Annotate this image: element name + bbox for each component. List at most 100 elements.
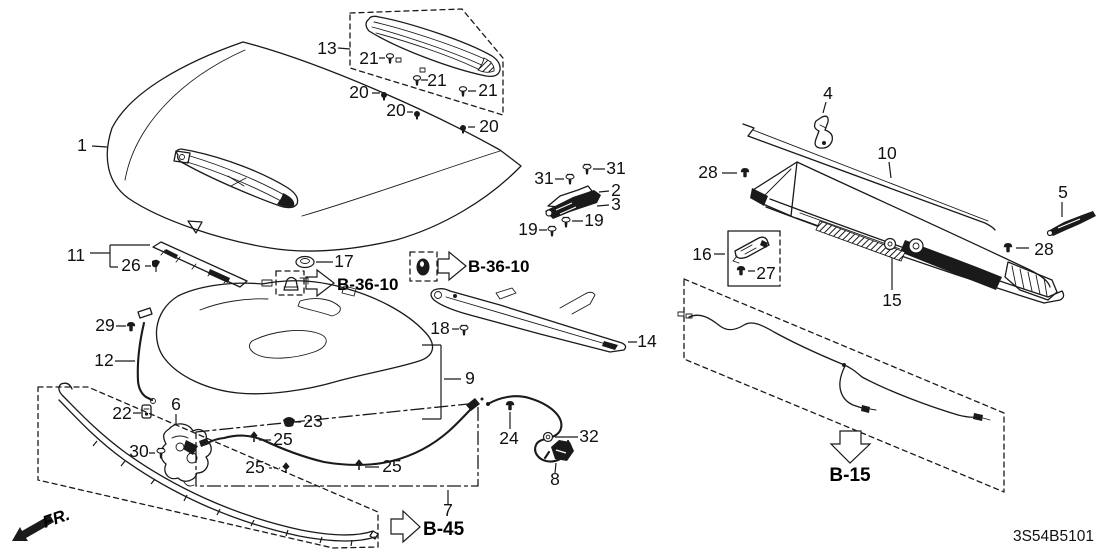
part-callout-6[interactable]: 6	[171, 394, 181, 414]
part-callout-8[interactable]: 8	[550, 469, 560, 489]
clip-25-icon	[354, 458, 364, 471]
bolt-31-icon	[582, 163, 592, 175]
hood-wire-handle-8	[486, 395, 574, 463]
part-callout-31[interactable]: 31	[534, 168, 553, 188]
clip-20-icon	[414, 111, 420, 120]
arrow-down-icon	[829, 430, 872, 464]
clip-25-icon	[249, 430, 259, 443]
cowl-side-bracket-14	[430, 287, 627, 353]
rod-10	[742, 123, 996, 231]
part-callout-16[interactable]: 16	[692, 244, 711, 264]
part-callout-22[interactable]: 22	[112, 403, 131, 423]
part-callout-26[interactable]: 26	[121, 255, 140, 275]
bolt-30-icon	[156, 447, 166, 459]
part-callout-11[interactable]: 11	[67, 245, 85, 265]
ref-label-b3610-left[interactable]: B-36-10	[337, 275, 398, 294]
hood-panel	[106, 41, 522, 252]
part-callout-21[interactable]: 21	[478, 80, 497, 100]
handle-8-icon	[543, 440, 574, 461]
part-callout-20[interactable]: 20	[479, 116, 499, 136]
washer-tube-b15: B-15	[677, 278, 1005, 493]
cowl-assembly	[727, 115, 1096, 304]
bracket-4	[813, 115, 833, 149]
hood-grille-assembly	[349, 8, 504, 134]
bolt-19-icon	[561, 216, 571, 228]
part-callout-31[interactable]: 31	[606, 158, 625, 178]
clip-20-icon	[460, 125, 466, 134]
part-callout-25[interactable]: 25	[245, 457, 264, 477]
part-callout-28[interactable]: 28	[1034, 239, 1053, 259]
hood-vent	[173, 148, 299, 209]
diagram-code: 3S54B5101	[1013, 528, 1094, 545]
part-callout-21[interactable]: 21	[359, 48, 378, 68]
part-callout-30[interactable]: 30	[129, 441, 149, 461]
part-callout-32[interactable]: 32	[579, 426, 598, 446]
grommet-17	[295, 255, 315, 269]
clip-28-icon	[740, 168, 750, 178]
part-callout-23[interactable]: 23	[303, 411, 322, 431]
screw-21-icon	[385, 53, 395, 65]
hood-insulator-9	[155, 277, 434, 427]
clip-27-icon	[736, 266, 746, 276]
part-callout-14[interactable]: 14	[637, 331, 657, 351]
bracket-16-box	[727, 230, 781, 287]
ref-b3610-left[interactable]: B-36-10	[275, 268, 398, 298]
bolt-19-icon	[547, 225, 557, 237]
part-callout-19[interactable]: 19	[584, 210, 603, 230]
part-callout-17[interactable]: 17	[334, 251, 353, 271]
part-callout-20[interactable]: 20	[349, 82, 369, 102]
part-callout-7[interactable]: 7	[443, 500, 453, 520]
bolt-18-icon	[459, 324, 469, 336]
part-callout-12[interactable]: 12	[94, 350, 113, 370]
part-callout-19[interactable]: 19	[518, 219, 537, 239]
leader-lines	[90, 47, 1063, 504]
ref-label-b15[interactable]: B-15	[829, 465, 871, 486]
screw-21-icon	[458, 86, 468, 98]
rubber-cushion-icon	[283, 276, 299, 291]
part-callout-4[interactable]: 4	[823, 83, 833, 103]
fr-direction-arrow: FR.	[12, 505, 72, 541]
part-callout-2[interactable]: 2	[611, 180, 621, 200]
front-molding	[37, 382, 379, 549]
arrow-front-icon	[12, 515, 54, 541]
ref-b45[interactable]: B-45	[390, 509, 465, 544]
arrow-right-icon	[437, 250, 467, 282]
hood-latch-6	[156, 423, 212, 487]
screw-21-icon	[412, 75, 422, 87]
ref-b3610-right[interactable]: B-36-10	[409, 250, 529, 282]
hood-wire-7	[195, 397, 484, 487]
hood-stay-12	[126, 307, 156, 419]
part-callout-24[interactable]: 24	[499, 428, 519, 448]
clip-26-icon	[152, 259, 160, 272]
fr-label: FR.	[40, 505, 72, 532]
part-callout-27[interactable]: 27	[756, 263, 775, 283]
bolt-31-icon	[565, 173, 575, 185]
part-callout-18[interactable]: 18	[430, 318, 449, 338]
ref-b15[interactable]: B-15	[829, 430, 872, 486]
part-callout-28[interactable]: 28	[698, 162, 717, 182]
part-callout-15[interactable]: 15	[882, 290, 901, 310]
part-callout-25[interactable]: 25	[382, 456, 401, 476]
part-callout-9[interactable]: 9	[465, 368, 475, 388]
part-callout-20[interactable]: 20	[386, 100, 406, 120]
part-callout-21[interactable]: 21	[427, 70, 446, 90]
part-callout-29[interactable]: 29	[95, 315, 114, 335]
clip-22-icon	[141, 404, 152, 419]
hood-seal-strip-11	[152, 241, 248, 288]
hood-hinge-assembly	[545, 163, 601, 237]
part-callout-5[interactable]: 5	[1058, 182, 1068, 202]
part-callout-3[interactable]: 3	[611, 194, 621, 214]
ref-label-b45[interactable]: B-45	[423, 519, 465, 540]
grommet-32-icon	[542, 431, 554, 443]
part-callout-13[interactable]: 13	[317, 38, 336, 58]
clip-23-icon	[283, 417, 295, 427]
part-callout-25[interactable]: 25	[273, 429, 292, 449]
clip-24-icon	[505, 401, 515, 411]
part-callout-10[interactable]: 10	[877, 143, 897, 163]
clip-28-icon	[1003, 243, 1013, 253]
arrow-right-icon	[390, 509, 421, 544]
part-callout-1[interactable]: 1	[77, 135, 87, 155]
ref-label-b3610-right[interactable]: B-36-10	[468, 257, 529, 276]
